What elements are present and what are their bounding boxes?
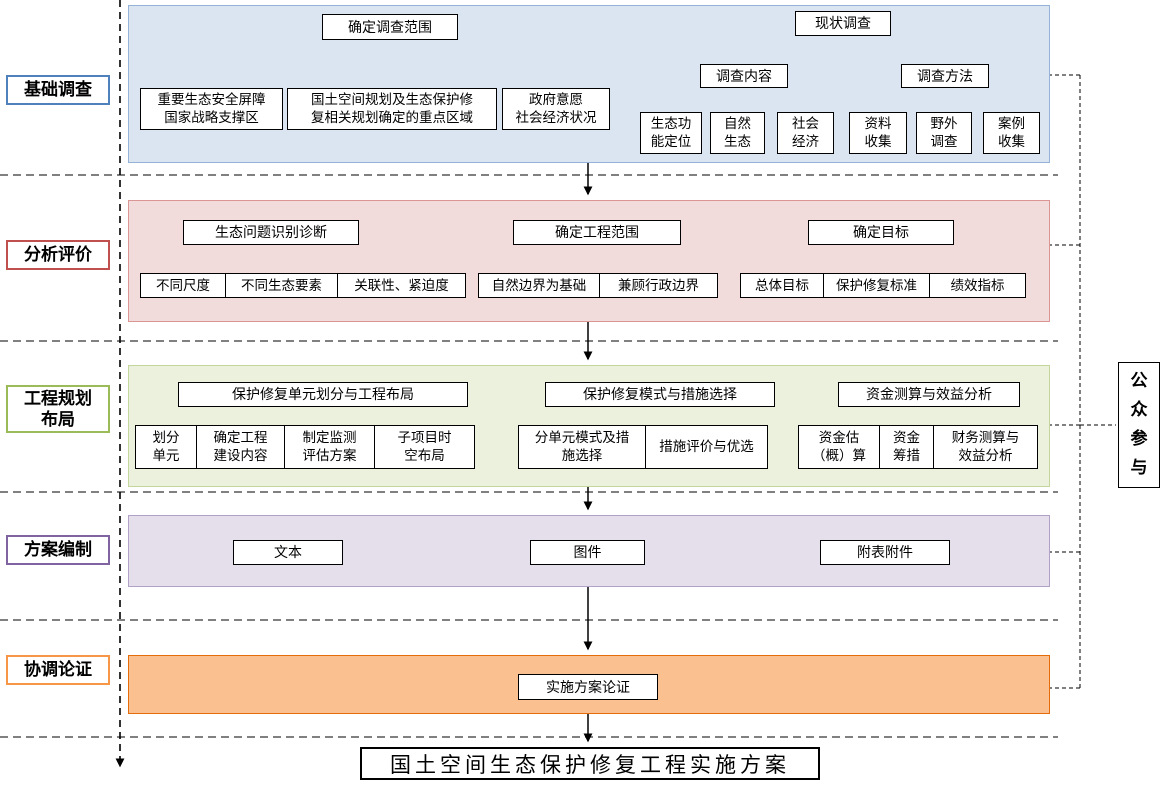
node-admin-boundary: 兼顾行政边界	[599, 273, 718, 298]
node-survey-content: 调查内容	[700, 64, 788, 88]
public-participation-box: 公 众 参 与	[1118, 362, 1160, 488]
node-eco-function: 生态功 能定位	[640, 112, 702, 154]
node-measure-evaluation: 措施评价与优选	[645, 425, 768, 469]
node-fund-raising: 资金 筹措	[879, 425, 934, 469]
node-annex: 附表附件	[820, 540, 950, 565]
stage-label-planning: 工程规划 布局	[6, 385, 110, 433]
node-overall-target: 总体目标	[740, 273, 824, 298]
panel-analysis	[128, 200, 1050, 322]
node-data-collection: 资料 收集	[849, 112, 907, 154]
node-restoration-standard: 保护修复标准	[823, 273, 930, 298]
stage-label-coordination: 协调论证	[6, 655, 110, 685]
node-fund-analysis: 资金测算与效益分析	[838, 382, 1020, 407]
node-target: 确定目标	[808, 220, 954, 245]
node-mode-selection: 保护修复模式与措施选择	[545, 382, 775, 407]
node-divide-unit: 划分 单元	[135, 425, 197, 469]
node-problem-diagnosis: 生态问题识别诊断	[183, 220, 359, 245]
node-case-collection: 案例 收集	[983, 112, 1040, 154]
node-performance-indicator: 绩效指标	[929, 273, 1026, 298]
node-text-document: 文本	[233, 540, 343, 565]
node-ecological-barrier: 重要生态安全屏障 国家战略支撑区	[140, 88, 283, 130]
node-survey-scope: 确定调查范围	[322, 14, 458, 40]
node-government-will: 政府意愿 社会经济状况	[502, 88, 610, 130]
stage-label-analysis: 分析评价	[6, 240, 110, 270]
final-plan-title: 国土空间生态保护修复工程实施方案	[360, 747, 820, 780]
public-participation-links	[1048, 74, 1116, 689]
node-eco-elements: 不同生态要素	[225, 273, 338, 298]
stage-label-basic-survey: 基础调查	[6, 75, 110, 105]
node-subproject-layout: 子项目时 空布局	[374, 425, 475, 469]
node-survey-method: 调查方法	[901, 64, 989, 88]
node-status-survey: 现状调查	[795, 11, 891, 36]
node-plan-review: 实施方案论证	[518, 674, 658, 700]
node-field-survey: 野外 调查	[916, 112, 972, 154]
node-fund-estimate: 资金估 （概）算	[798, 425, 880, 469]
node-financial-analysis: 财务测算与 效益分析	[933, 425, 1038, 469]
node-social-economy: 社会 经济	[777, 112, 834, 154]
stage-label-compilation: 方案编制	[6, 535, 110, 565]
node-key-areas: 国土空间规划及生态保护修 复相关规划确定的重点区域	[287, 88, 497, 130]
node-maps: 图件	[530, 540, 645, 565]
node-natural-ecology: 自然 生态	[710, 112, 765, 154]
node-monitoring-plan: 制定监测 评估方案	[284, 425, 375, 469]
stage-separator-lines	[0, 174, 1058, 738]
node-unit-division: 保护修复单元划分与工程布局	[178, 382, 468, 407]
node-relevance-urgency: 关联性、紧迫度	[337, 273, 466, 298]
node-construction-content: 确定工程 建设内容	[196, 425, 285, 469]
node-different-scales: 不同尺度	[140, 273, 226, 298]
node-unit-mode-selection: 分单元模式及措 施选择	[518, 425, 646, 469]
node-natural-boundary: 自然边界为基础	[478, 273, 600, 298]
node-project-scope: 确定工程范围	[513, 220, 681, 245]
